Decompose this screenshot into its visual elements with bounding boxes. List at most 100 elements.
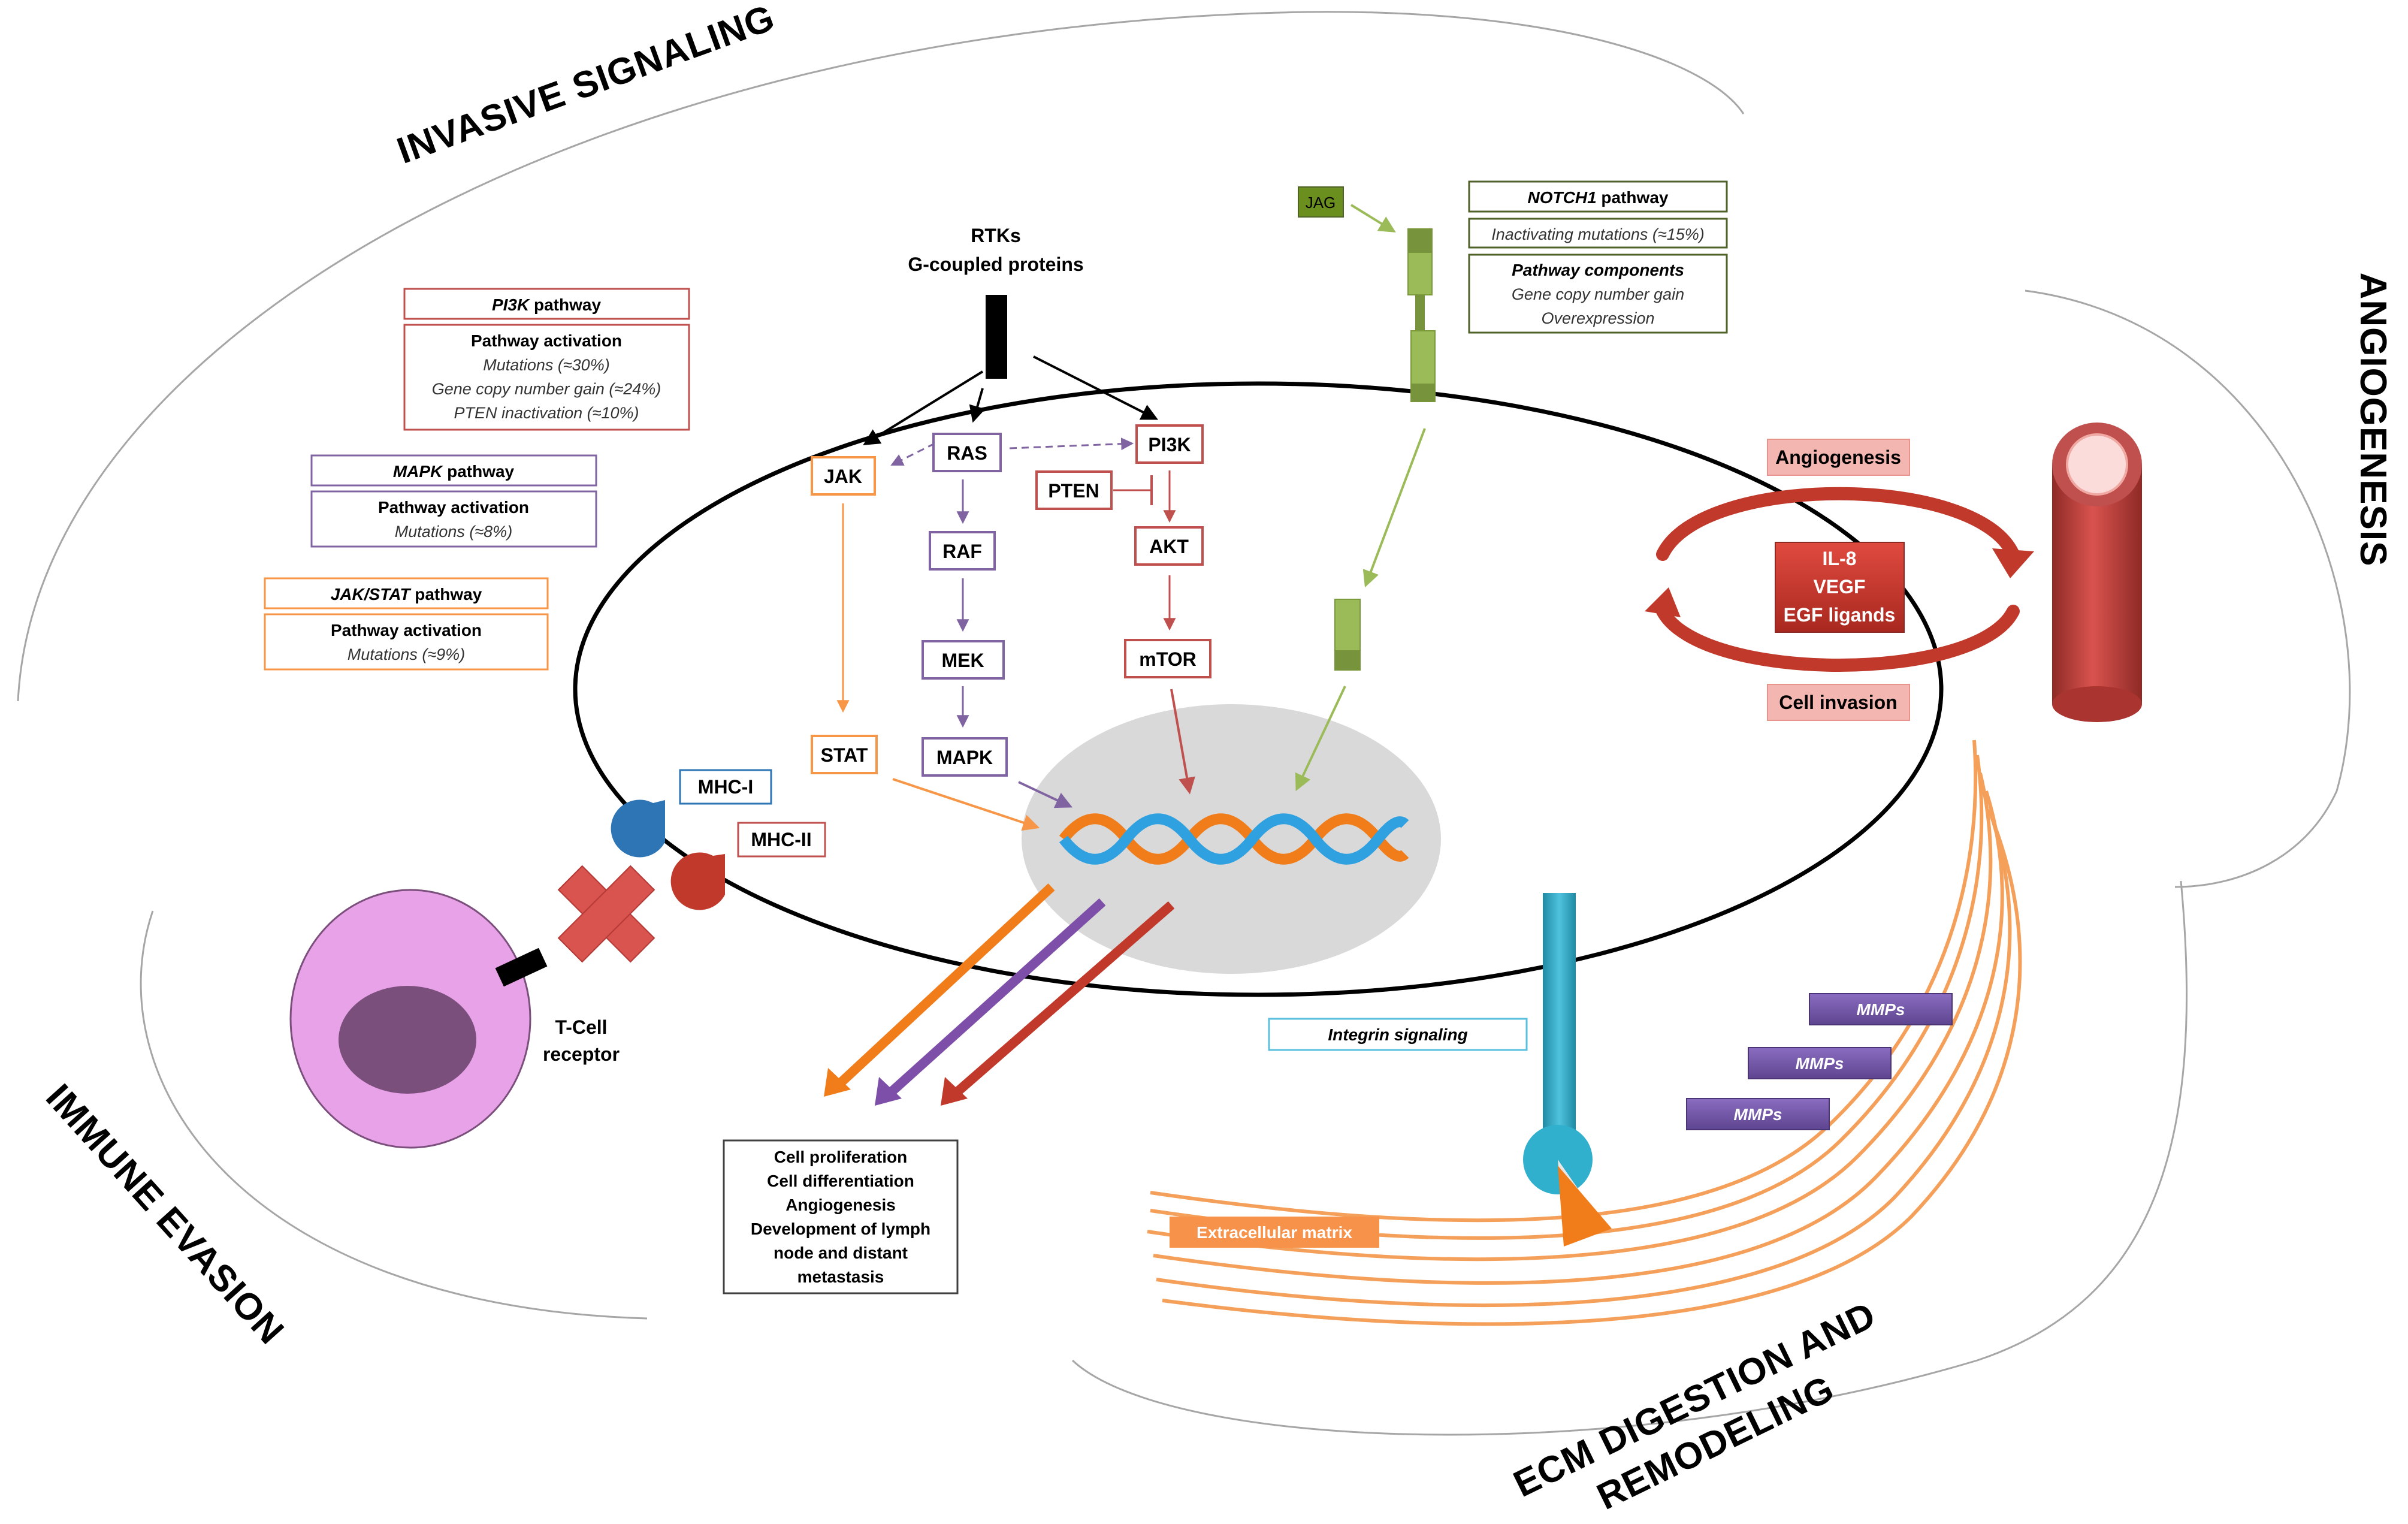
mhc1-molecule	[611, 799, 665, 858]
node-raf-label: RAF	[942, 541, 982, 562]
node-jag	[1298, 186, 1344, 218]
pi3k-box-title-italic: PI3K	[492, 295, 530, 314]
node-pten	[1035, 470, 1113, 510]
mmp-box-1	[1809, 993, 1953, 1025]
pi3k-box-body-frame	[403, 324, 690, 431]
notch-box-components-frame	[1468, 254, 1728, 334]
angio-cycle-arrow-bottom	[1656, 605, 2020, 672]
outcome-line-2: Cell differentiation	[767, 1172, 914, 1190]
cell-invasion-label: Cell invasion	[1779, 692, 1897, 713]
node-ras	[932, 433, 1002, 472]
blocked-cross-icon	[557, 865, 655, 963]
mapk-box-title-italic: MAPK	[393, 462, 443, 481]
angiogenesis-label-box	[1767, 439, 1910, 476]
outcomes-box: Cell proliferation Cell differentiation …	[723, 1139, 959, 1294]
mapk-pathway-box: MAPK pathway Pathway activation Mutation…	[310, 454, 597, 548]
angio-cycle-arrowhead-top	[1992, 548, 2034, 578]
mhc2-label-box	[737, 822, 826, 858]
notch-box-title-frame	[1468, 180, 1728, 213]
receptor-label-gcoupled: G-coupled proteins	[908, 254, 1083, 275]
jakstat-box-title-italic: JAK/STAT	[331, 585, 412, 603]
arrow-receptor-jak	[863, 370, 984, 445]
outcome-line-4: Development of lymph	[751, 1220, 930, 1238]
angiogenesis-title: ANGIOGENESIS	[2352, 273, 2394, 567]
node-ras-label: RAS	[947, 442, 987, 464]
notch1-pathway-box: NOTCH1 pathway Inactivating mutations (≈…	[1468, 180, 1728, 334]
outcome-arrowhead-purple	[875, 1077, 902, 1106]
arrow-receptor-ras	[969, 388, 986, 423]
mapk-box-line-1: Mutations (≈8%)	[395, 523, 512, 541]
node-mtor-label: mTOR	[1139, 648, 1196, 670]
dna-helix	[1059, 813, 1409, 865]
jakstat-pathway-box: JAK/STAT pathway Pathway activation Muta…	[264, 577, 549, 671]
mapk-box-title-frame	[310, 454, 597, 487]
node-pi3k	[1135, 424, 1204, 464]
mmp-box-3	[1686, 1098, 1830, 1130]
integrin-signaling-box	[1268, 1018, 1528, 1051]
outcome-line-1: Cell proliferation	[774, 1148, 907, 1166]
mapk-box-title: MAPK pathway	[393, 462, 515, 481]
mmp-box-2	[1748, 1047, 1892, 1079]
outcome-arrow-orange	[838, 883, 1055, 1085]
invasive-signaling-title: INVASIVE SIGNALING	[392, 0, 780, 172]
nucleus	[1022, 704, 1441, 974]
outcome-arrow-red	[955, 901, 1175, 1095]
node-raf	[929, 531, 996, 571]
angio-factor-vegf: VEGF	[1813, 576, 1865, 597]
arrow-receptor-pi3k	[1033, 355, 1158, 420]
notch-box-line-1: Gene copy number gain	[1512, 285, 1684, 303]
receptor-label-rtks: RTKs	[971, 225, 1021, 246]
invasive-signaling-arc	[17, 11, 1745, 702]
mmp-label-3: MMPs	[1734, 1105, 1782, 1124]
ecm-fibers	[1147, 740, 2022, 1326]
ecm-arc	[1071, 880, 2188, 1436]
mhc1-label-box	[679, 769, 772, 805]
node-akt-label: AKT	[1149, 536, 1189, 557]
notch-box-title-italic: NOTCH1	[1528, 188, 1597, 207]
node-mek-label: MEK	[941, 650, 984, 671]
mmp-label-1: MMPs	[1857, 1000, 1905, 1019]
notch-box-line-2: Overexpression	[1541, 309, 1654, 327]
node-pi3k-label: PI3K	[1148, 434, 1191, 455]
ecm-label-box	[1170, 1217, 1379, 1248]
node-mapk	[921, 737, 1008, 777]
jakstat-box-title-frame	[264, 577, 549, 609]
t-cell-receptor	[495, 947, 548, 987]
ecm-title: ECM DIGESTION AND REMODELING	[1507, 1294, 1883, 1517]
pi3k-pathway-box: PI3K pathway Pathway activation Mutation…	[403, 288, 690, 431]
arrow-ras-pi3k-dashed	[1009, 437, 1134, 451]
outcome-line-6: metastasis	[797, 1268, 884, 1286]
mmp-label-2: MMPs	[1796, 1054, 1844, 1073]
t-cell-receptor-label-line2: receptor	[543, 1043, 620, 1065]
node-akt	[1134, 526, 1204, 566]
mapk-box-head: Pathway activation	[378, 498, 529, 517]
angio-cycle-arrow-top	[1656, 487, 2020, 561]
arrow-notch-nicd	[1362, 428, 1426, 588]
angio-cycle-arrowhead-bottom	[1645, 587, 1681, 617]
angio-factor-il8: IL-8	[1823, 548, 1857, 569]
t-cell-receptor-label-line1: T-Cell	[555, 1016, 607, 1038]
integrin-receptor	[1523, 893, 1593, 1194]
blood-vessel	[2052, 423, 2142, 722]
arrow-mtor-dna	[1170, 689, 1195, 795]
notch-box-title-rest: pathway	[1597, 188, 1669, 207]
pi3k-box-line-2: Gene copy number gain (≈24%)	[432, 380, 661, 398]
angiogenesis-arc	[2025, 289, 2351, 888]
ecm-arrowhead	[1558, 1166, 1612, 1247]
arrow-ras-jak-dashed	[890, 442, 935, 466]
pi3k-box-head: Pathway activation	[471, 331, 622, 350]
t-cell-nucleus	[339, 986, 476, 1094]
pi3k-box-line-1: Mutations (≈30%)	[483, 356, 609, 374]
notch-box-components-head: Pathway components	[1512, 261, 1684, 279]
mapk-box-body-frame	[310, 490, 597, 548]
node-jag-label: JAG	[1306, 194, 1336, 212]
cell-membrane	[573, 381, 1944, 997]
notch-intracellular-domain	[1334, 599, 1361, 671]
outcome-arrowhead-orange	[824, 1068, 851, 1097]
pi3k-box-title: PI3K pathway	[492, 295, 601, 314]
notch-box-title: NOTCH1 pathway	[1528, 188, 1669, 207]
node-stat	[811, 735, 878, 774]
outcome-arrowhead-red	[941, 1077, 968, 1106]
ecm-label: Extracellular matrix	[1197, 1223, 1352, 1242]
